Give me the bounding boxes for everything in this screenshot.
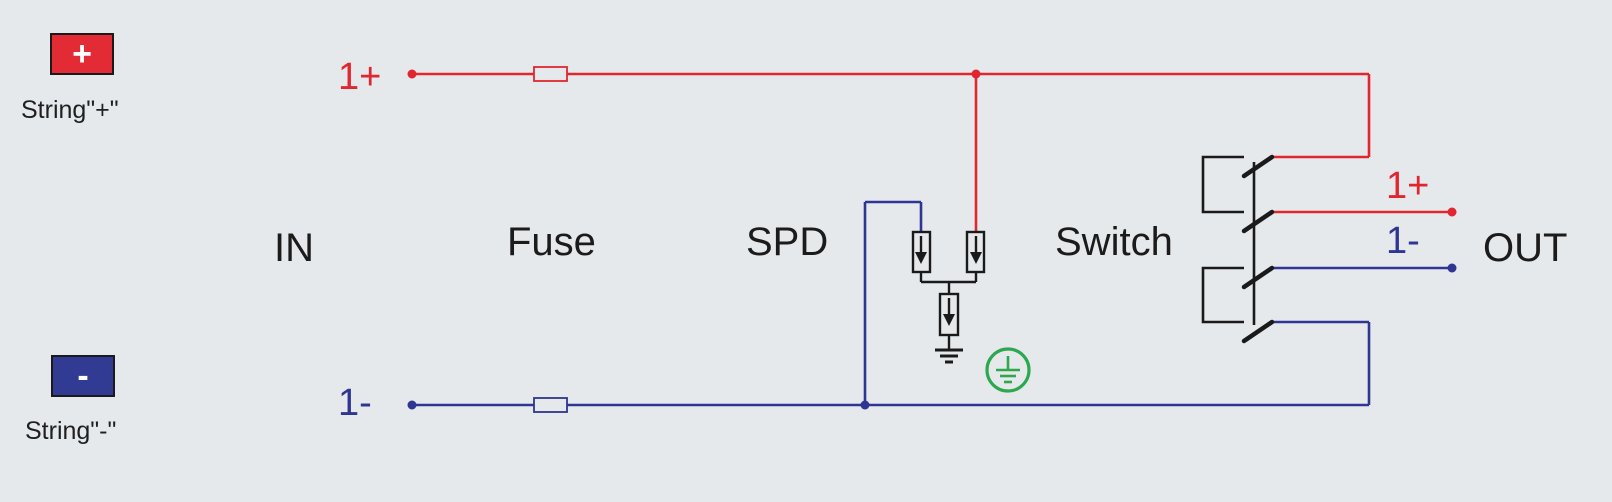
negative-string-caption: String"-" (25, 417, 117, 445)
out-positive-label: 1+ (1386, 165, 1430, 207)
protective-earth-icon (985, 347, 1031, 393)
stage-label-in: IN (274, 226, 314, 270)
out-positive-terminal-dot (1447, 207, 1457, 217)
positive-string-badge: + (50, 33, 114, 75)
dc-isolator-switch-icon (1201, 154, 1275, 344)
positive-string-caption: String"+" (21, 96, 119, 124)
out-negative-terminal-dot (1447, 263, 1457, 273)
negative-string-badge: - (51, 355, 115, 397)
negative-symbol: - (77, 357, 89, 395)
spd-varistor-icon (911, 230, 986, 364)
in-positive-label: 1+ (338, 56, 382, 98)
stage-label-switch: Switch (1055, 220, 1173, 264)
out-negative-label: 1- (1386, 220, 1420, 262)
in-negative-label: 1- (338, 382, 372, 424)
in-negative-terminal-dot (407, 400, 417, 410)
negative-rail (412, 200, 1452, 407)
positive-junction-dot (971, 69, 981, 79)
in-positive-terminal-dot (407, 69, 417, 79)
stage-label-fuse: Fuse (507, 220, 596, 264)
stage-label-spd: SPD (746, 220, 829, 264)
negative-fuse-icon (533, 397, 568, 413)
positive-symbol: + (72, 35, 92, 73)
negative-junction-dot (860, 400, 870, 410)
positive-rail (412, 72, 1452, 232)
stage-label-out: OUT (1483, 226, 1568, 270)
positive-fuse-icon (533, 66, 568, 82)
